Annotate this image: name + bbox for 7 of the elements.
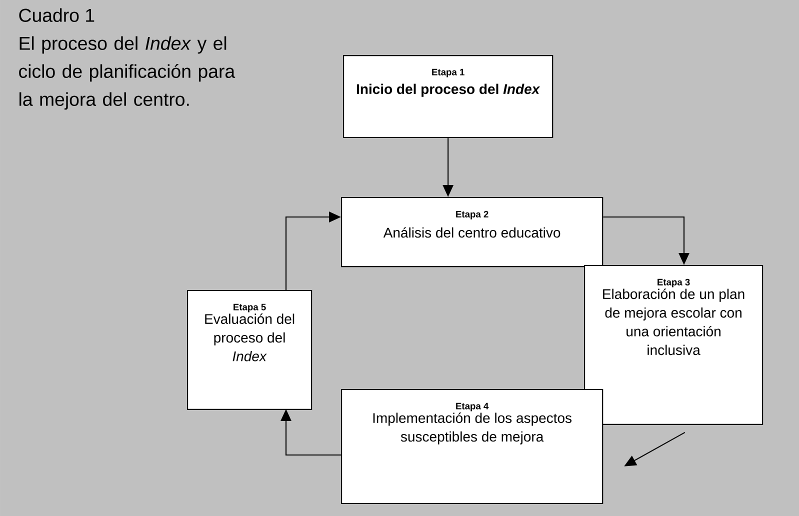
process-box: Etapa 1 Inicio del proceso del Index: [343, 55, 554, 138]
figure-caption: El proceso del Index y el ciclo de planificación para la mejora del centro.: [19, 36, 236, 110]
process-box: Etapa 5 Evaluación del proceso del Index: [187, 290, 312, 410]
process-box: Etapa 3 Elaboración de un plan de mejora escolar con una orientación inclusiva: [584, 265, 764, 425]
process-box: Etapa 2 Análisis del centro educativo: [341, 197, 604, 268]
process-box: Etapa 4 Implementación de los aspectos susceptibles de mejora: [341, 389, 604, 504]
figure-title: Cuadro 1: [19, 8, 94, 22]
